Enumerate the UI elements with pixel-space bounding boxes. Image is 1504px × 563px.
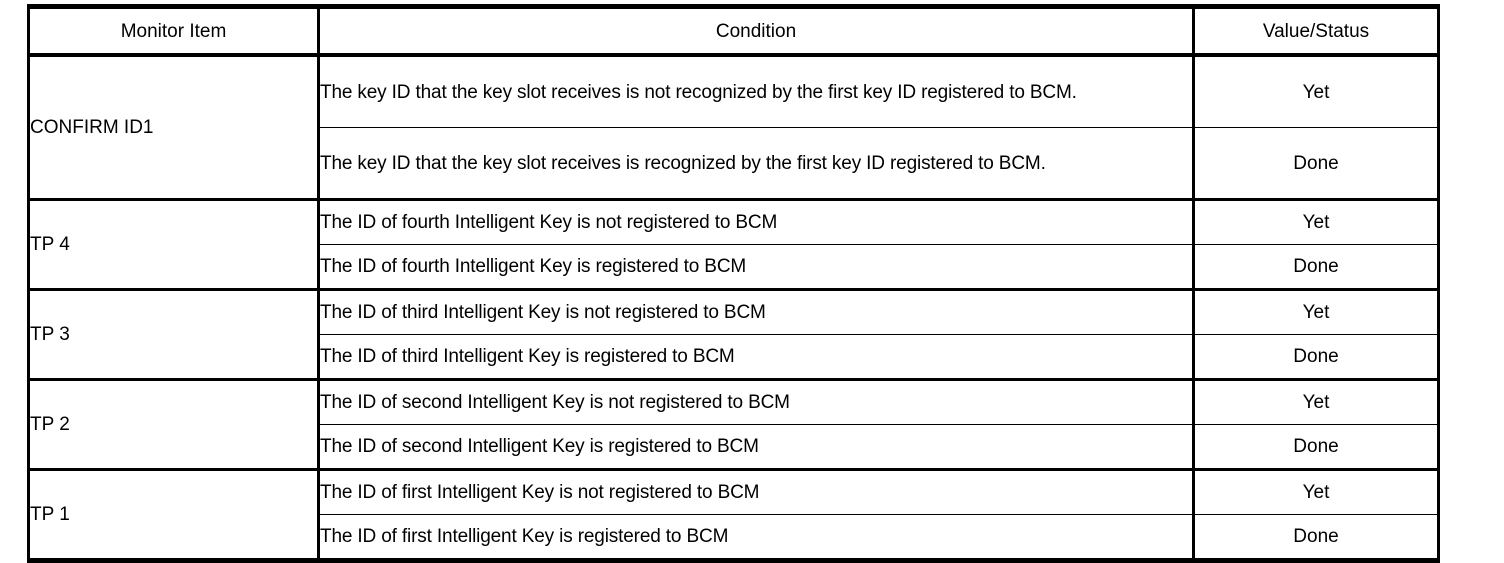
table-body: CONFIRM ID1 The key ID that the key slot… (28, 55, 1439, 562)
table-row: The ID of third Intelligent Key is regis… (29, 334, 1439, 381)
table-row: The ID of fourth Intelligent Key is regi… (29, 244, 1439, 291)
condition-cell: The ID of fourth Intelligent Key is not … (318, 199, 1195, 245)
table-row: TP 2 The ID of second Intelligent Key is… (28, 379, 1439, 471)
value-status-cell: Done (1193, 127, 1439, 201)
condition-text: The ID of first Intelligent Key is not r… (320, 482, 760, 503)
value-status-cell: Yet (1193, 289, 1439, 335)
condition-text: The ID of third Intelligent Key is regis… (320, 346, 735, 367)
table-row: TP 1 The ID of first Intelligent Key is … (28, 469, 1439, 562)
value-status-cell: Done (1193, 334, 1439, 381)
value-status-cell: Yet (1193, 55, 1439, 128)
condition-cell: The ID of fourth Intelligent Key is regi… (318, 244, 1195, 291)
table-header: Monitor Item Condition Value/Status (28, 6, 1439, 57)
condition-cell: The key ID that the key slot receives is… (318, 55, 1195, 128)
value-status-cell: Yet (1193, 199, 1439, 245)
monitor-item-tp4: TP 4 (28, 199, 320, 291)
table-row: CONFIRM ID1 The key ID that the key slot… (28, 55, 1439, 201)
table-row: The key ID that the key slot receives is… (29, 127, 1439, 201)
monitor-item-tp1: TP 1 (28, 469, 320, 562)
condition-cell: The ID of first Intelligent Key is not r… (318, 469, 1195, 515)
table-header-row: Monitor Item Condition Value/Status (28, 6, 1439, 57)
condition-cell: The key ID that the key slot receives is… (318, 127, 1195, 201)
condition-cell: The ID of first Intelligent Key is regis… (318, 514, 1195, 562)
condition-cell: The ID of second Intelligent Key is regi… (318, 424, 1195, 471)
table-row: TP 3 The ID of third Intelligent Key is … (28, 289, 1439, 381)
page-root: Monitor Item Condition Value/Status CONF… (27, 4, 1440, 563)
monitor-item-table: Monitor Item Condition Value/Status CONF… (27, 4, 1440, 563)
condition-text: The key ID that the key slot receives is… (320, 81, 1077, 103)
value-status-cell: Yet (1193, 379, 1439, 425)
column-header-monitor-item: Monitor Item (28, 6, 320, 57)
condition-cell: The ID of second Intelligent Key is not … (318, 379, 1195, 425)
monitor-item-tp2: TP 2 (28, 379, 320, 471)
value-status-cell: Yet (1193, 469, 1439, 515)
condition-cell: The ID of third Intelligent Key is not r… (318, 289, 1195, 335)
condition-cell: The ID of third Intelligent Key is regis… (318, 334, 1195, 381)
condition-text: The key ID that the key slot receives is… (320, 152, 1046, 174)
condition-text: The ID of second Intelligent Key is regi… (320, 436, 759, 457)
condition-text: The ID of second Intelligent Key is not … (320, 392, 790, 413)
monitor-item-tp3: TP 3 (28, 289, 320, 381)
column-header-condition: Condition (318, 6, 1195, 57)
value-status-cell: Done (1193, 424, 1439, 471)
condition-text: The ID of fourth Intelligent Key is not … (320, 212, 778, 233)
table-row: TP 4 The ID of fourth Intelligent Key is… (28, 199, 1439, 291)
value-status-cell: Done (1193, 244, 1439, 291)
monitor-item-confirm-id1: CONFIRM ID1 (28, 55, 320, 201)
condition-text: The ID of first Intelligent Key is regis… (320, 526, 729, 547)
column-header-value-status: Value/Status (1193, 6, 1439, 57)
value-status-cell: Done (1193, 514, 1439, 562)
condition-text: The ID of third Intelligent Key is not r… (320, 302, 766, 323)
table-row: The ID of second Intelligent Key is regi… (29, 424, 1439, 471)
condition-text: The ID of fourth Intelligent Key is regi… (320, 256, 747, 277)
